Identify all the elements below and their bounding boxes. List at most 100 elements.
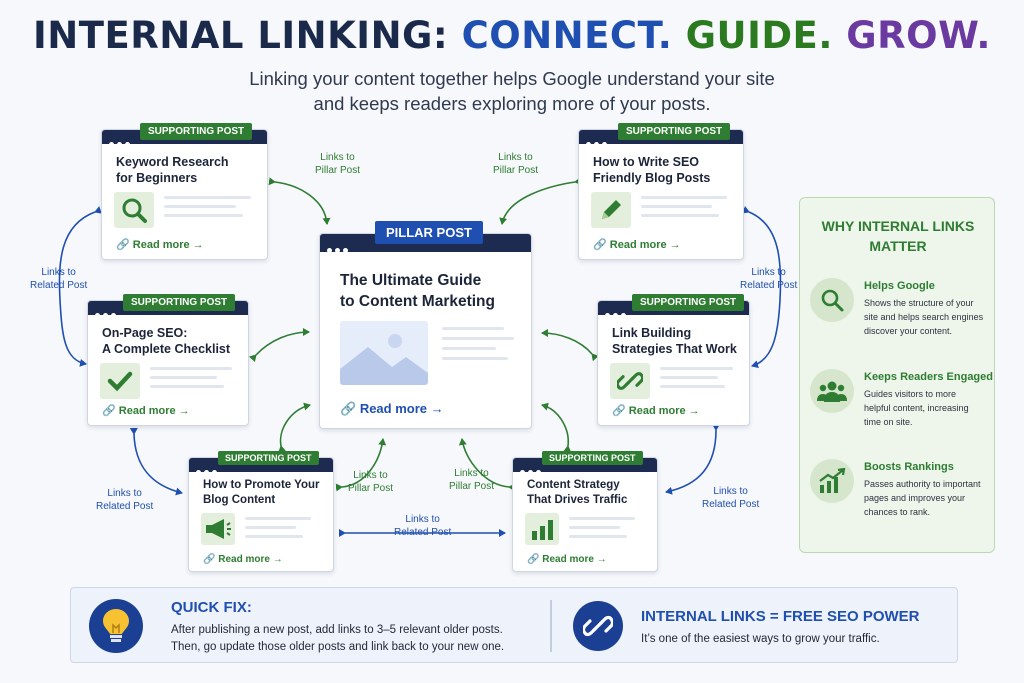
free-seo-power-text: It’s one of the easiest ways to grow you… [641, 633, 880, 645]
lightbulb-icon [89, 599, 143, 653]
read-more-link[interactable]: 🔗 Read more → [116, 238, 204, 251]
link-icon: 🔗 [203, 554, 216, 565]
read-more-link[interactable]: 🔗 Read more → [527, 554, 607, 565]
link-icon: 🔗 [593, 239, 607, 251]
page-title: INTERNAL LINKING: CONNECT. GUIDE. GROW. [0, 14, 1024, 57]
bar-chart-icon [525, 513, 559, 545]
pillar-title-line-2: to Content Marketing [340, 293, 495, 310]
supporting-post-tag: SUPPORTING POST [123, 294, 236, 311]
pillar-title: The Ultimate Guide to Content Marketing [340, 270, 495, 312]
why-item-title: Helps Google [864, 280, 935, 292]
read-more-link[interactable]: 🔗 Read more → [612, 404, 700, 417]
link-icon: 🔗 [340, 401, 357, 416]
chain-link-icon [610, 363, 650, 399]
magnifier-icon [114, 192, 154, 228]
pillar-read-more-label: Read more → [359, 401, 444, 416]
arrow-onpage-pillar [248, 328, 310, 363]
read-more-label: Read more → [542, 554, 607, 565]
arrow-promote-pillar [278, 402, 311, 453]
why-heading: WHY INTERNAL LINKS MATTER [821, 218, 975, 254]
link-icon: 🔗 [527, 554, 540, 565]
checkmark-icon [100, 363, 140, 399]
megaphone-icon [201, 513, 235, 545]
arrow-kw-onpage [58, 206, 103, 367]
text-placeholder-lines [569, 517, 635, 544]
pillar-read-more-link[interactable]: 🔗 Read more → [340, 401, 444, 417]
text-placeholder-lines [660, 367, 733, 394]
subtitle-line-2: and keeps readers exploring more of your… [313, 93, 711, 114]
text-placeholder-lines [245, 517, 311, 544]
subtitle-line-1: Linking your content together helps Goog… [249, 68, 775, 89]
quick-fix-title: QUICK FIX: [171, 599, 252, 616]
supporting-post-tag: SUPPORTING POST [140, 123, 253, 140]
supporting-post-card[interactable]: On-Page SEO:A Complete Checklist 🔗 Read m… [87, 300, 249, 426]
title-connect: CONNECT. [461, 14, 673, 57]
why-item-title: Keeps Readers Engaged [864, 371, 993, 383]
read-more-link[interactable]: 🔗 Read more → [102, 404, 190, 417]
quick-fix-line-1: After publishing a new post, add links t… [171, 624, 503, 636]
arrow-kw-pillar [268, 177, 331, 225]
arrow-strategy-pillar-2 [458, 438, 516, 492]
image-placeholder-icon [340, 321, 428, 385]
divider [550, 600, 552, 652]
arrow-promote-pillar-2 [335, 438, 387, 492]
supporting-post-tag: SUPPORTING POST [542, 451, 643, 465]
quick-fix-line-2: Then, go update those older posts and li… [171, 641, 505, 653]
supporting-post-tag: SUPPORTING POST [618, 123, 731, 140]
read-more-link[interactable]: 🔗 Read more → [203, 554, 283, 565]
pillar-post-card[interactable]: The Ultimate Guide to Content Marketing … [319, 233, 532, 429]
text-placeholder-lines [641, 196, 727, 223]
tips-banner: QUICK FIX: After publishing a new post, … [70, 587, 958, 663]
post-title: On-Page SEO:A Complete Checklist [102, 326, 231, 356]
pillar-post-tag: PILLAR POST [375, 221, 483, 244]
title-grow: GROW. [846, 14, 991, 57]
read-more-label: Read more → [118, 405, 190, 417]
pillar-title-line-1: The Ultimate Guide [340, 272, 482, 289]
supporting-post-tag: SUPPORTING POST [218, 451, 319, 465]
read-more-label: Read more → [628, 405, 700, 417]
read-more-label: Read more → [609, 239, 681, 251]
arrow-strategy-pillar [541, 402, 572, 453]
arrow-linkbuild-strategy [665, 423, 721, 495]
arrow-linkbuild-pillar [541, 329, 599, 362]
chain-link-icon [573, 601, 623, 651]
growth-chart-icon [810, 459, 854, 503]
pencil-icon [591, 192, 631, 228]
arrow-onpage-promote [129, 427, 183, 496]
link-icon: 🔗 [612, 405, 626, 417]
free-seo-power-title: INTERNAL LINKS = FREE SEO POWER [641, 608, 920, 625]
people-group-icon [810, 369, 854, 413]
text-placeholder-lines [442, 327, 514, 366]
magnifier-icon [810, 278, 854, 322]
read-more-link[interactable]: 🔗 Read more → [593, 238, 681, 251]
why-internal-links-panel: WHY INTERNAL LINKS MATTER Helps Google S… [799, 197, 995, 553]
link-icon: 🔗 [116, 239, 130, 251]
text-placeholder-lines [164, 196, 251, 223]
read-more-label: Read more → [132, 239, 204, 251]
read-more-label: Read more → [218, 554, 283, 565]
arrow-seo-linkbuild [741, 205, 782, 369]
text-placeholder-lines [150, 367, 232, 394]
